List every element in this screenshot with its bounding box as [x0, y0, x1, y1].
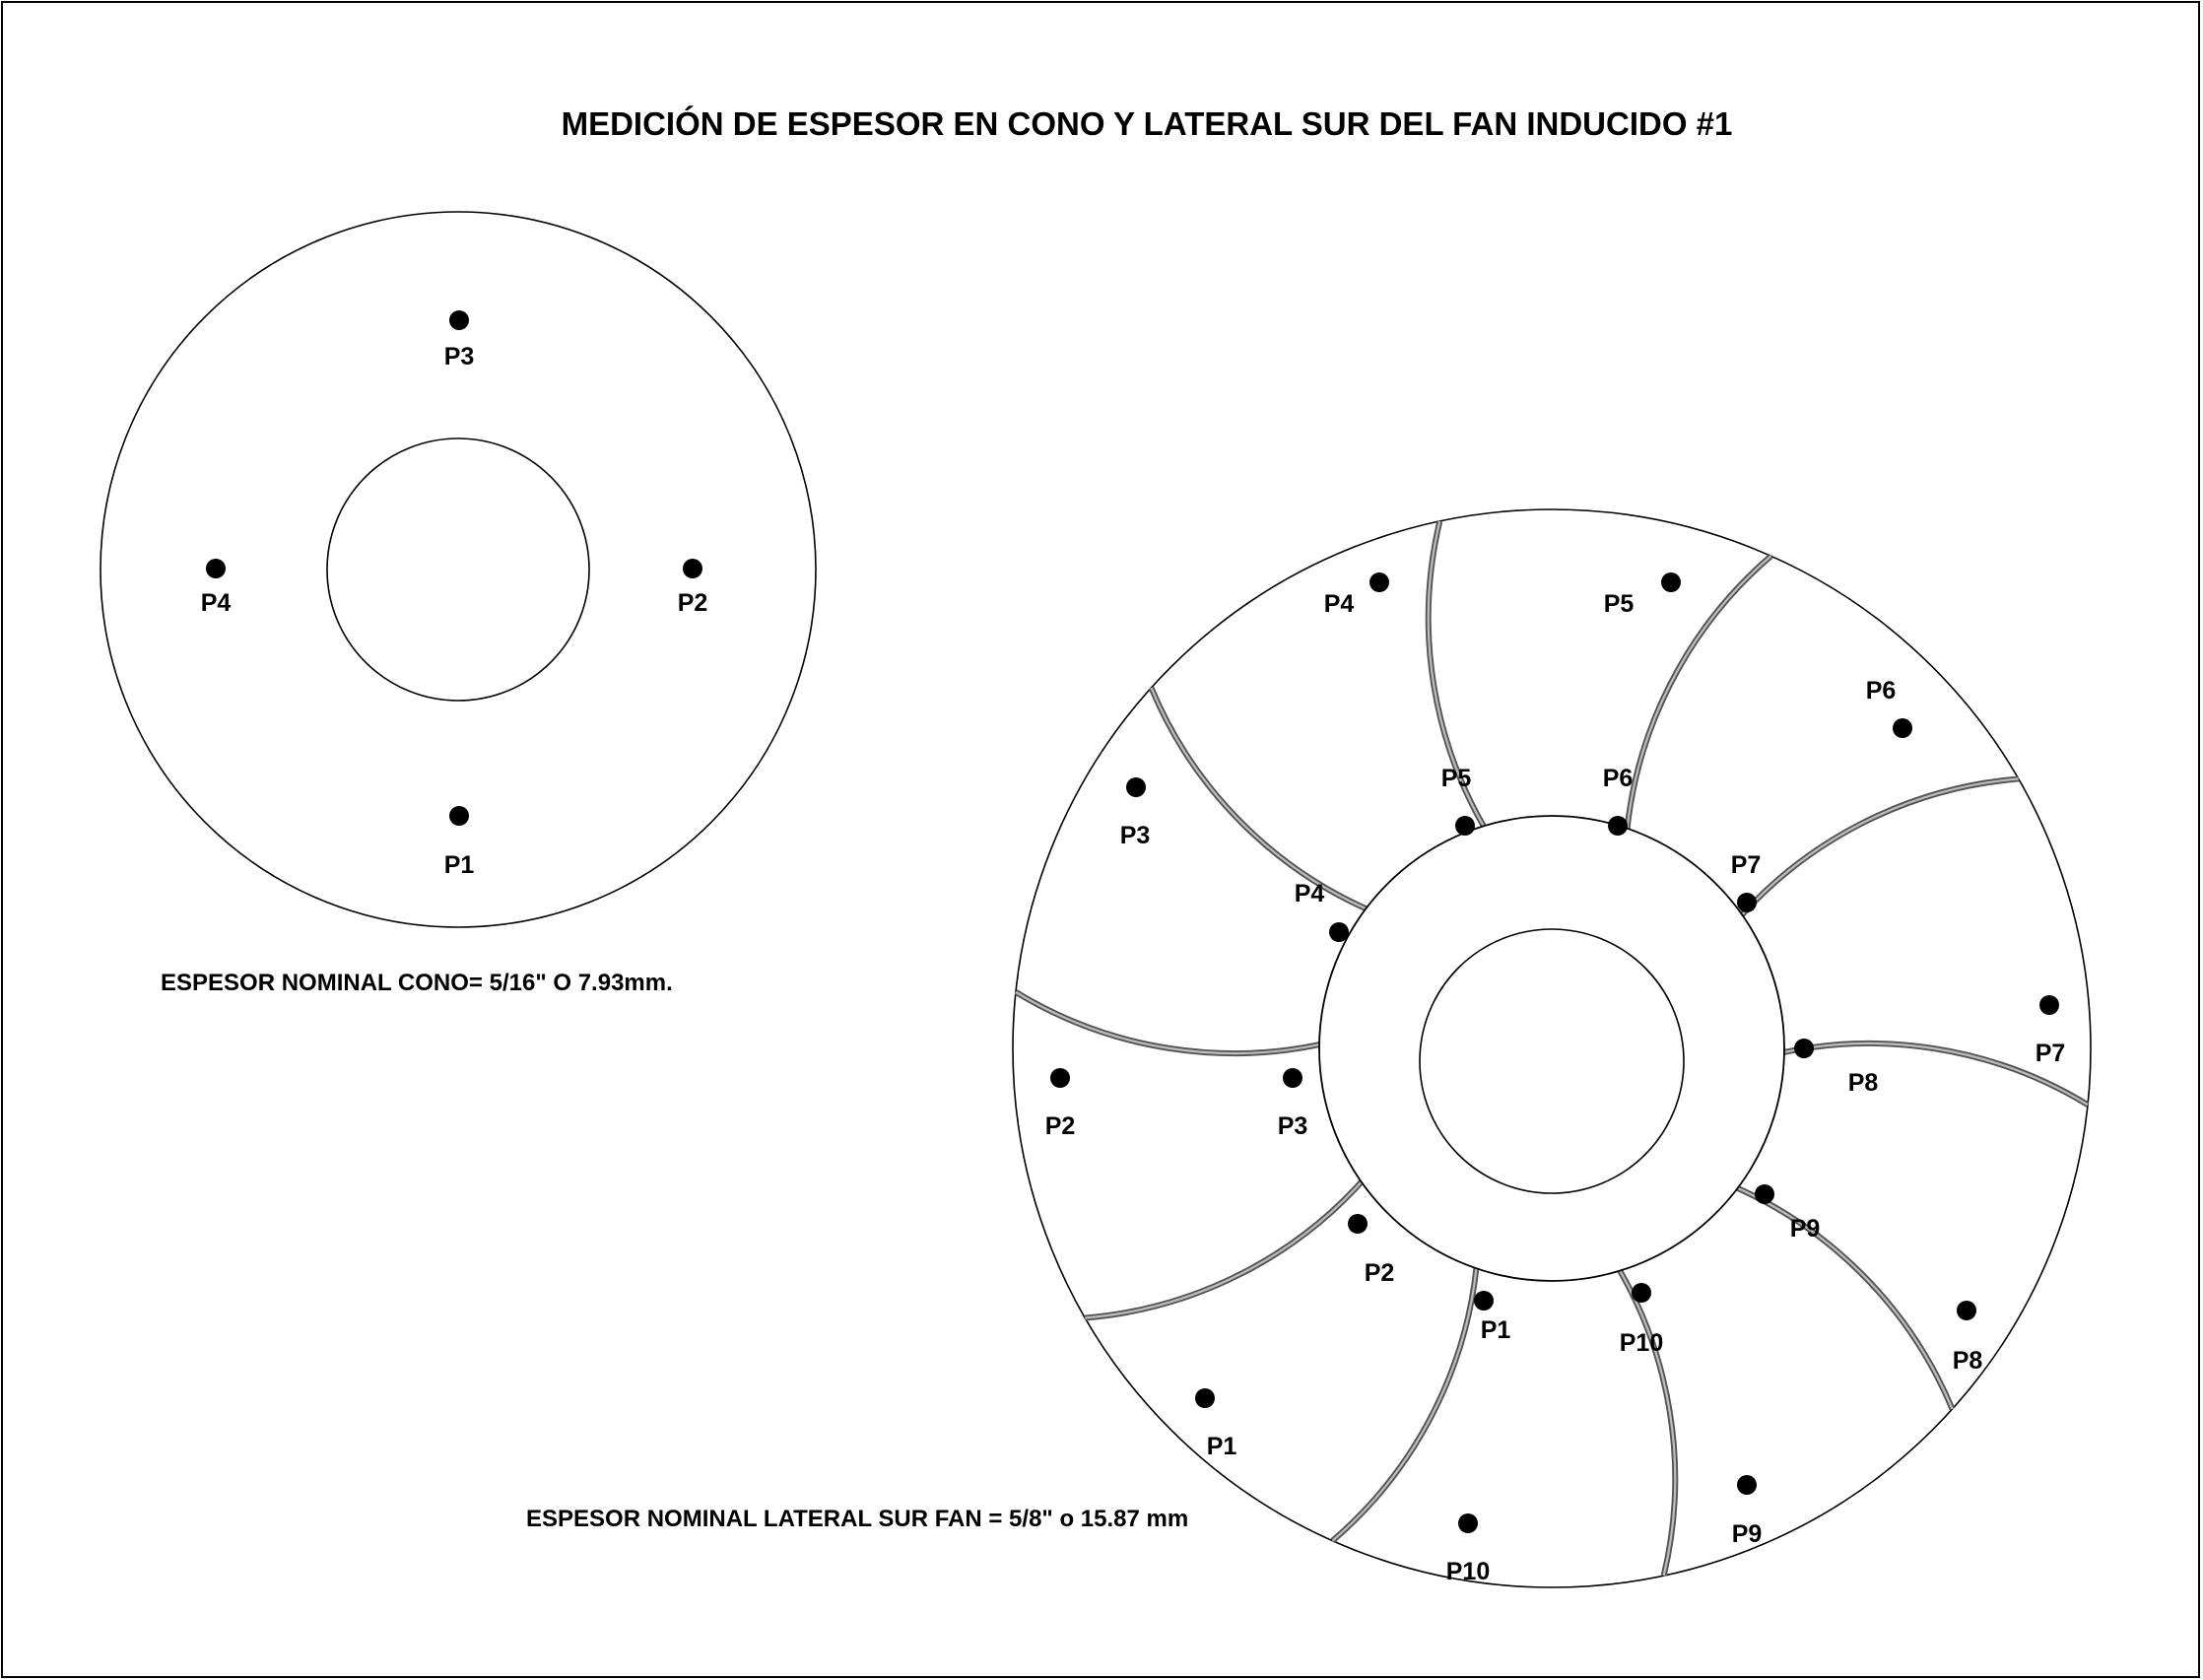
cone-point-label: P4 — [201, 589, 232, 617]
fan-inner-point-label: P2 — [1365, 1259, 1395, 1287]
cone-diagram: P3 P4 P2 P1 — [100, 211, 817, 928]
fan-outer-point-dot — [1957, 1301, 1976, 1320]
fan-inner-point-dot — [1608, 816, 1628, 836]
fan-outer-point-dot — [1195, 1388, 1215, 1408]
cone-point-dot — [449, 310, 469, 330]
fan-inner-point-dot — [1348, 1214, 1368, 1234]
fan-outer-point-dot — [1458, 1513, 1478, 1533]
fan-inner-point-dot — [1632, 1283, 1651, 1303]
fan-inner-point-dot — [1737, 893, 1757, 912]
cone-point-dot — [206, 559, 226, 578]
fan-inner-point-dot — [1283, 1068, 1302, 1088]
fan-outer-point-dot — [1893, 718, 1912, 738]
fan-outer-point-dot — [1050, 1068, 1070, 1088]
drawing-title: MEDICIÓN DE ESPESOR EN CONO Y LATERAL SU… — [562, 105, 1733, 142]
cone-outer-circle — [100, 211, 817, 928]
fan-outer-point-label: P9 — [1732, 1520, 1763, 1548]
fan-outer-point-label: P4 — [1324, 590, 1355, 618]
cone-point-dot — [449, 806, 469, 826]
fan-outer-circle — [1012, 508, 2092, 1588]
fan-inner-point-label: P6 — [1603, 765, 1634, 792]
fan-outer-point-label: P6 — [1866, 677, 1897, 705]
fan-nominal-thickness-note: ESPESOR NOMINAL LATERAL SUR FAN = 5/8" o… — [526, 1506, 1188, 1532]
fan-inner-point-dot — [1455, 816, 1475, 836]
fan-diagram: P4 P5 P6 P3 P7 P2 P8 P1 P9 P10 P5 P6 P4 … — [1012, 508, 2092, 1588]
cone-point-dot — [683, 559, 702, 578]
fan-outer-point-label: P10 — [1446, 1558, 1490, 1585]
fan-outer-point-dot — [1126, 777, 1146, 797]
cone-nominal-thickness-note: ESPESOR NOMINAL CONO= 5/16" O 7.93mm. — [161, 970, 673, 996]
fan-outer-point-label: P7 — [2036, 1040, 2066, 1067]
fan-outer-point-label: P2 — [1045, 1112, 1076, 1140]
fan-outer-point-dot — [1737, 1475, 1757, 1495]
fan-inner-point-label: P5 — [1441, 765, 1472, 792]
fan-outer-point-dot — [1661, 572, 1681, 592]
fan-inner-point-label: P7 — [1731, 851, 1762, 879]
fan-inner-point-label: P3 — [1278, 1112, 1308, 1140]
fan-outer-point-dot — [2039, 995, 2059, 1015]
cone-point-label: P1 — [444, 851, 475, 879]
cone-point-label: P2 — [678, 589, 708, 617]
fan-inner-point-dot — [1329, 922, 1349, 942]
fan-outer-point-dot — [1369, 572, 1389, 592]
fan-inner-point-dot — [1474, 1291, 1494, 1310]
fan-inner-point-dot — [1794, 1039, 1814, 1058]
fan-hub-circle — [1318, 815, 1785, 1282]
fan-inner-point-label: P4 — [1295, 880, 1325, 907]
cone-inner-circle — [326, 437, 590, 702]
fan-outer-point-label: P1 — [1207, 1433, 1237, 1460]
fan-inner-point-label: P10 — [1620, 1329, 1663, 1357]
cone-point-label: P3 — [444, 343, 475, 370]
fan-inner-point-label: P1 — [1481, 1316, 1511, 1344]
fan-shaft-circle — [1419, 928, 1685, 1194]
fan-inner-point-label: P8 — [1848, 1069, 1879, 1097]
fan-inner-point-dot — [1755, 1184, 1774, 1204]
fan-outer-point-label: P8 — [1953, 1347, 1983, 1375]
fan-outer-point-label: P5 — [1604, 590, 1635, 618]
fan-outer-point-label: P3 — [1120, 822, 1151, 849]
fan-inner-point-label: P9 — [1790, 1215, 1821, 1243]
